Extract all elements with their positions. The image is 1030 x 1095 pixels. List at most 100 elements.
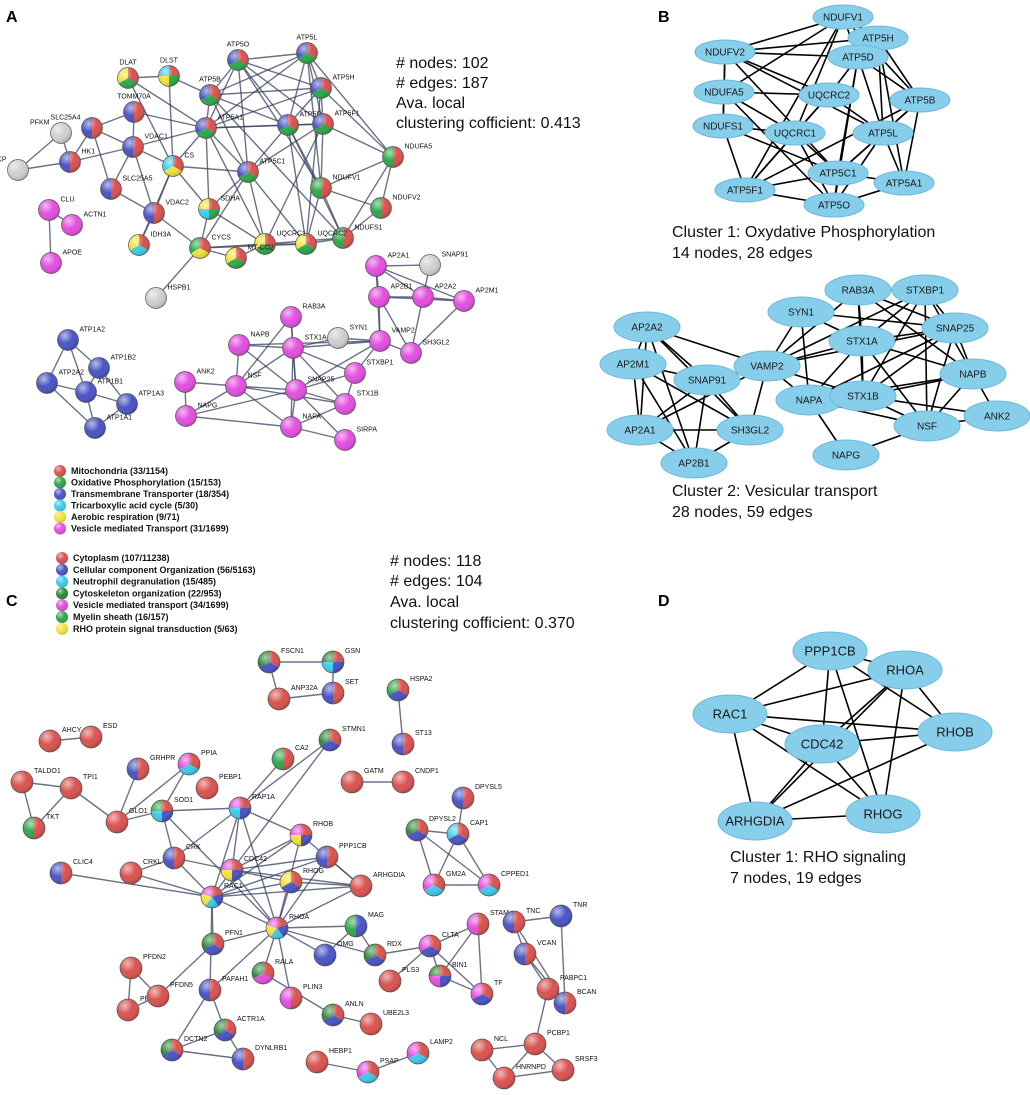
node-nsf: NSF	[225, 373, 262, 397]
node-atp1a3: ATP1A3	[116, 391, 165, 415]
node-pafah1: PAFAH1	[198, 976, 248, 1002]
cluster-node-shape	[873, 170, 935, 196]
edge-atp5b-atp5a1	[903, 99, 921, 184]
cluster-node-label: UQCRC2	[808, 91, 851, 102]
node-label: PCBP1	[547, 1030, 570, 1037]
legend-item: Cytoskeleton organization (22/953)	[56, 587, 222, 600]
cluster-node-shape	[921, 312, 989, 344]
node-outline	[279, 986, 303, 1010]
node-label: PABPC1	[560, 975, 587, 982]
node-outline	[382, 146, 404, 168]
node-gloss	[314, 944, 336, 966]
node-vdac2: VDAC2	[143, 200, 189, 224]
node-ube2l3: UBE2L3	[359, 1010, 409, 1036]
edge-ndufv1-uqcrc1	[794, 16, 844, 134]
node-outline	[36, 372, 58, 394]
node-gloss	[11, 771, 33, 793]
node-gloss	[120, 862, 142, 884]
node-label: PFKM	[30, 120, 50, 127]
node-gloss	[552, 1059, 574, 1081]
node-gloss	[128, 234, 150, 256]
node-outline	[279, 870, 303, 894]
node-outline	[254, 233, 276, 255]
node-dlat: DLAT	[117, 60, 139, 89]
cluster-node-snap25: SNAP25	[921, 312, 989, 344]
node-outline	[198, 978, 222, 1002]
node-label: SNAP25	[308, 377, 335, 384]
edge-stx1a-nsf	[235, 347, 294, 387]
node-outline	[280, 306, 302, 328]
panel-b-letter: B	[658, 9, 670, 26]
node-ank2: ANK2	[174, 369, 215, 393]
edge-rac1-rhoa	[211, 896, 278, 929]
node-atp5l: ATP5L	[296, 35, 318, 64]
node-gloss	[447, 823, 469, 845]
legend-label: Tricarboxylic acid cycle (5/30)	[71, 501, 198, 511]
edge-atp2a2-atp1a1	[46, 382, 96, 429]
node-label: SYN1	[350, 325, 368, 332]
node-outline	[189, 237, 211, 259]
edge-clic4-rac1	[60, 872, 213, 898]
cluster-node-shape	[694, 39, 756, 65]
node-label: DLAT	[119, 60, 137, 67]
node-atp5h: ATP5H	[310, 75, 355, 99]
edge-atp5o-atp5c1	[237, 59, 249, 173]
node-pebp1: PEBP1	[195, 774, 242, 800]
node-label: HSPB1	[168, 285, 191, 292]
edge-rhoa-rdx	[276, 927, 376, 956]
node-gloss	[277, 114, 299, 136]
node-outline	[536, 977, 560, 1001]
node-outline	[285, 379, 307, 401]
edge-atp5l-ndufa5	[306, 52, 394, 158]
node-outline	[344, 914, 368, 938]
node-outline	[349, 874, 373, 898]
node-gloss	[322, 1004, 344, 1026]
cluster-node-napg: NAPG	[812, 439, 880, 471]
edge-sdha-uqcrc1	[208, 208, 266, 245]
node-outline	[405, 818, 429, 842]
node-outline	[369, 330, 391, 352]
node-outline	[237, 161, 259, 183]
node-pfdn5: PFDN5	[146, 982, 193, 1008]
node-gloss	[322, 682, 344, 704]
legend-item: RHO protein signal transduction (5/63)	[56, 622, 238, 635]
node-gloss	[345, 915, 367, 937]
node-gloss	[344, 362, 366, 384]
node-gloss	[198, 198, 220, 220]
edge-tf-stam	[477, 923, 483, 995]
node-outline	[267, 687, 291, 711]
node-label: TPI1	[83, 774, 98, 781]
node-label: CRK	[186, 844, 201, 851]
node-label: ATP1A3	[139, 391, 165, 398]
node-taldo1: TALDO1	[10, 768, 61, 794]
node-gloss	[524, 1033, 546, 1055]
cluster-node-shape	[714, 177, 776, 203]
node-napa: NAPA	[280, 414, 321, 438]
node-gloss	[221, 859, 243, 881]
cluster-node-label: ATP5D	[842, 53, 874, 64]
edge-napg-snap25	[185, 389, 297, 417]
node-label: STAM	[490, 910, 509, 917]
node-gloss	[40, 252, 62, 274]
node-label: UQCRC1	[277, 231, 307, 238]
legend-item: Neutrophil degranulation (15/485)	[56, 575, 216, 588]
legend-label: Aerobic respiration (9/71)	[71, 512, 180, 522]
node-label: MT-CO2	[248, 245, 275, 252]
node-outline	[225, 375, 247, 397]
cluster-node-shape	[828, 325, 896, 357]
node-label: SDHA	[221, 196, 241, 203]
cluster-node-atp5l: ATP5L	[852, 120, 914, 146]
edge-ndufv2-atp5c1	[724, 51, 839, 174]
node-outline	[228, 334, 250, 356]
cluster-node-label: STX1A	[846, 337, 878, 348]
node-gloss	[537, 978, 559, 1000]
node-gloss	[334, 393, 356, 415]
node-outline	[7, 159, 29, 181]
node-omg: OMG	[313, 941, 354, 967]
node-label: CA2	[295, 745, 309, 752]
node-outline	[428, 964, 452, 988]
node-label: NDUFV1	[333, 175, 361, 182]
legend-swatch-gloss	[56, 587, 68, 600]
node-gloss	[178, 753, 200, 775]
edge-rap1a-crk	[173, 807, 241, 859]
